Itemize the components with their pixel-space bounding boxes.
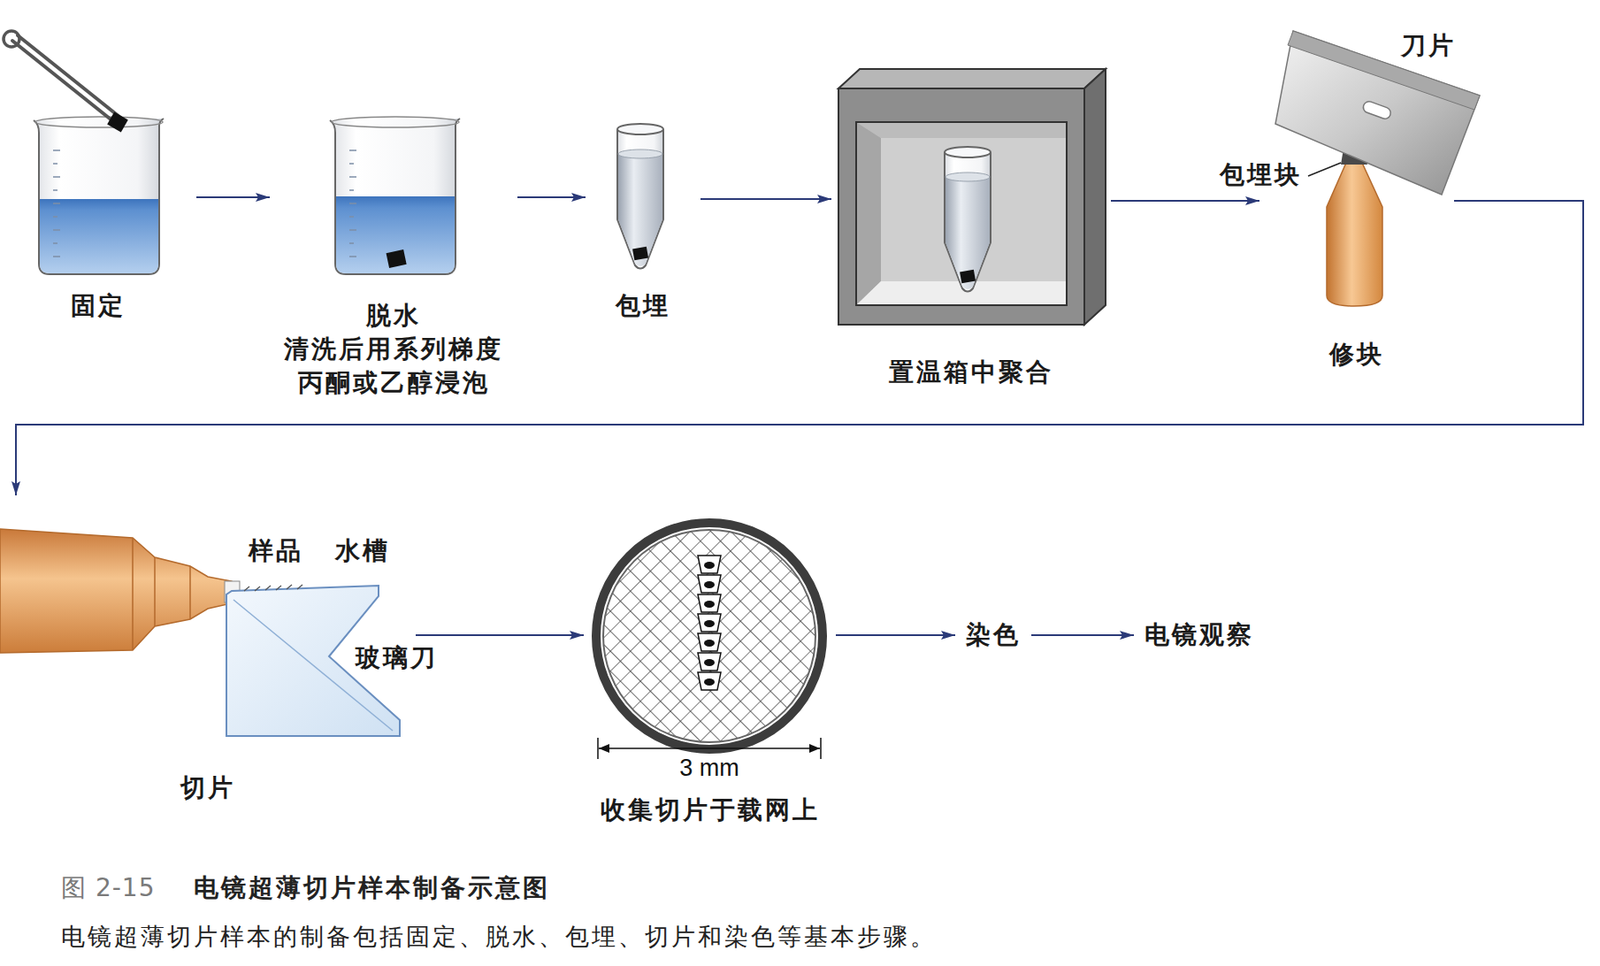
oven-front (838, 88, 1085, 325)
step-node: 包埋 (585, 97, 701, 323)
oven-side (1084, 68, 1106, 325)
section (697, 555, 721, 574)
specimen-arm (0, 528, 232, 653)
oven (838, 68, 1106, 325)
section (697, 594, 721, 613)
step-node: 电镜观察 (1133, 612, 1265, 659)
embedding-tube (944, 146, 991, 292)
tweezers (12, 35, 124, 126)
part-label: 刀片 (1400, 30, 1456, 62)
dehydration-beaker (329, 116, 460, 275)
blade-slot (1362, 99, 1394, 121)
beaker-glass (329, 118, 460, 275)
step-label: 固定 (70, 289, 126, 323)
oven-top (838, 68, 1106, 89)
figure-number: 图 2-15 (61, 872, 155, 904)
step-label: 电镜观察 (1144, 618, 1255, 652)
section-tissue (704, 620, 715, 628)
arm-collar (132, 537, 191, 651)
step-label: 脱水 (366, 298, 422, 333)
section (697, 652, 721, 671)
block-holder (1326, 162, 1383, 307)
fixative (39, 199, 159, 274)
specimen-grid (596, 522, 823, 759)
beaker-rim (35, 116, 163, 128)
blade-spine (1287, 30, 1480, 110)
oven-back (856, 122, 1067, 306)
graduation (53, 150, 61, 257)
specimen (386, 249, 407, 268)
oven-ceiling (856, 122, 1067, 138)
water-trough (244, 584, 303, 591)
dimension: 3 mm (679, 752, 740, 783)
embedding-tube (617, 123, 664, 269)
step-node: 固定 (0, 88, 197, 323)
section (697, 613, 721, 632)
section-tissue (704, 678, 715, 686)
step-node: 脱水清洗后用系列梯度 丙酮或乙醇浸泡 (269, 88, 518, 400)
step-label: 包埋 (615, 289, 671, 323)
section-tissue (704, 581, 715, 589)
flow-arrow (517, 196, 586, 199)
trimming (1275, 30, 1480, 307)
specimen (107, 112, 129, 133)
acetone (336, 196, 455, 274)
part-label: 水槽 (335, 535, 391, 567)
step-note: 清洗后用系列梯度 丙酮或乙醇浸泡 (278, 332, 509, 400)
beaker-rim (331, 116, 460, 128)
step-label: 切片 (180, 771, 236, 805)
grid-ring (596, 522, 823, 750)
step-label: 收集切片于载网上 (600, 793, 820, 827)
grid-mesh (603, 529, 816, 743)
flow-arrow (196, 196, 270, 199)
flow-arrow (415, 634, 584, 636)
step-label: 置温箱中聚合 (888, 355, 1054, 390)
part-label: 玻璃刀 (355, 643, 438, 674)
flow-arrow (700, 198, 832, 200)
part-label: 样品 (248, 535, 304, 567)
flow-arrow (15, 200, 1584, 496)
step-label: 修块 (1329, 337, 1385, 372)
step-node: 置温箱中聚合 (831, 53, 1111, 390)
flow-arrow (835, 634, 956, 636)
leader-line (1308, 162, 1341, 177)
step-node: 染色 (955, 612, 1032, 659)
dimension-line (598, 747, 820, 750)
flow-arrow (1031, 634, 1134, 636)
step-node: 修块 (1259, 53, 1455, 372)
section (697, 633, 721, 651)
section-tissue (704, 600, 715, 608)
figure-caption: 电镜超薄切片样本的制备包括固定、脱水、包埋、切片和染色等基本步骤。 (61, 920, 937, 953)
section-tissue (704, 658, 715, 667)
razor-blade (1275, 30, 1480, 195)
fixation-beaker (3, 30, 164, 275)
section-tissue (704, 639, 715, 647)
step-label: 染色 (965, 618, 1021, 652)
flow-arrow (1110, 199, 1260, 202)
sectioning (0, 528, 400, 736)
section-ribbon (697, 555, 721, 690)
oven-wall (856, 122, 881, 306)
part-label: 包埋块 (1219, 160, 1302, 191)
section (697, 672, 721, 690)
beaker-glass (33, 118, 164, 275)
section-tissue (704, 561, 715, 569)
section (697, 574, 721, 593)
tweezers-loop (3, 30, 20, 47)
figure-title: 电镜超薄切片样本制备示意图 (193, 871, 551, 905)
graduation (349, 150, 357, 257)
